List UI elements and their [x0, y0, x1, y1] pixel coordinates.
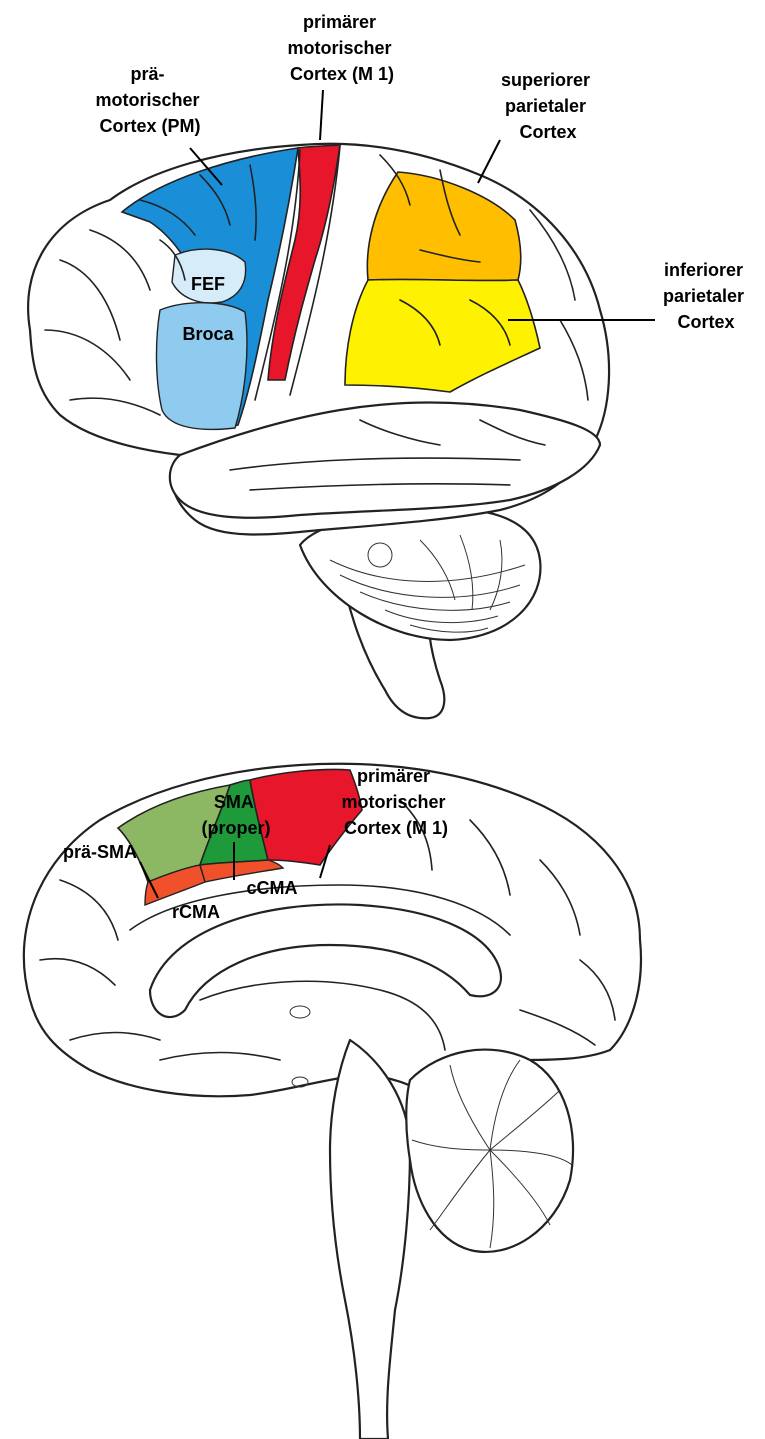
label-inferior-parietal: inferiorer parietaler Cortex — [663, 260, 749, 332]
region-broca — [156, 303, 246, 430]
label-broca: Broca — [182, 324, 234, 344]
label-primary-motor-medial: primärer motorischer Cortex (M 1) — [341, 766, 450, 838]
label-premotor: prä- motorischer Cortex (PM) — [95, 64, 204, 136]
label-rcma: rCMA — [172, 902, 220, 922]
medial-brainstem — [330, 1040, 410, 1439]
label-primary-motor-lateral: primärer motorischer Cortex (M 1) — [287, 12, 396, 84]
label-pre-sma: prä-SMA — [63, 842, 137, 862]
medial-view: prä-SMA SMA (proper) primärer motorische… — [24, 764, 641, 1439]
label-superior-parietal: superiorer parietaler Cortex — [501, 70, 595, 142]
label-ccma: cCMA — [246, 878, 297, 898]
label-fef: FEF — [191, 274, 225, 294]
leader-primary-motor — [320, 90, 323, 140]
leader-superior-parietal — [478, 140, 500, 183]
lateral-view: prä- motorischer Cortex (PM) primärer mo… — [28, 12, 749, 718]
